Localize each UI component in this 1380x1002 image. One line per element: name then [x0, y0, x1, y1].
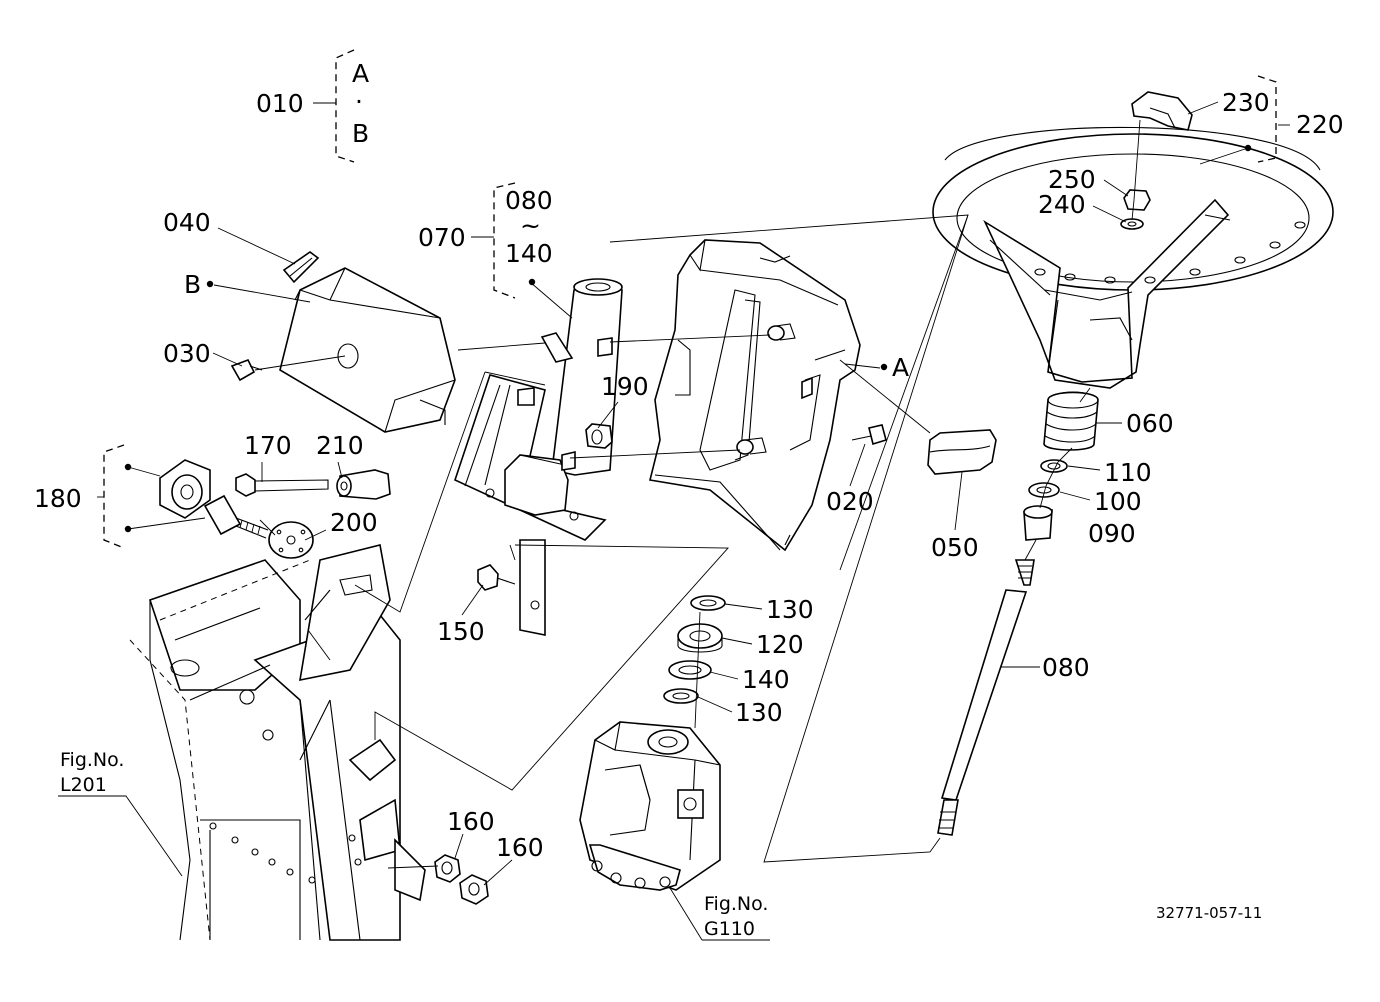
- part-060-bellows: [1043, 391, 1099, 451]
- label-150: 150: [437, 617, 485, 646]
- label-ref-a: A: [892, 353, 909, 382]
- label-230: 230: [1222, 88, 1270, 117]
- part-140-washer: [668, 660, 712, 680]
- label-250: 250: [1048, 165, 1096, 194]
- label-080-range-start: 080: [505, 186, 553, 215]
- drawing-code: 32771-057-11: [1156, 904, 1262, 922]
- part-180-bolt: [203, 494, 269, 539]
- part-steering-unit: [579, 721, 721, 891]
- label-120: 120: [756, 630, 804, 659]
- label-210: 210: [316, 431, 364, 460]
- label-160-upper: 160: [447, 807, 495, 836]
- label-180: 180: [34, 484, 82, 513]
- part-labels: 010 A · B 040 B 030 070 080 ~ 140 190 A …: [34, 59, 1344, 862]
- label-060: 060: [1126, 409, 1174, 438]
- figure-references: Fig.No. L201 Fig.No. G110: [60, 749, 768, 940]
- label-240: 240: [1038, 190, 1086, 219]
- label-020: 020: [826, 487, 874, 516]
- part-column-bracket: [454, 374, 607, 636]
- dash-frame-drawing: [129, 544, 426, 941]
- label-group-dot: ·: [355, 87, 363, 116]
- part-080-shaft: [937, 559, 1035, 836]
- label-030: 030: [163, 339, 211, 368]
- label-group-b: B: [352, 119, 369, 148]
- group-brackets: [103, 49, 1277, 549]
- label-130-upper: 130: [766, 595, 814, 624]
- part-a-panel: [649, 239, 861, 552]
- part-230-cap: [1131, 91, 1193, 131]
- label-ref-b: B: [184, 270, 201, 299]
- figref-g110-title: Fig.No.: [704, 893, 768, 915]
- figref-l201-number: L201: [60, 774, 107, 796]
- label-range-tilde: ~: [520, 211, 541, 240]
- label-040: 040: [163, 208, 211, 237]
- part-120-bearing: [677, 623, 723, 653]
- part-130-lower-snap-ring: [663, 688, 699, 704]
- label-group-a: A: [352, 59, 369, 88]
- reference-dots: [124, 144, 1252, 533]
- leader-lines: [58, 101, 1290, 941]
- label-190: 190: [601, 372, 649, 401]
- part-220-steering-wheel: [932, 126, 1334, 389]
- label-160-lower: 160: [496, 833, 544, 862]
- part-170-pin: [235, 473, 329, 497]
- part-160-nut-lower: [459, 874, 489, 905]
- label-050: 050: [931, 533, 979, 562]
- label-170: 170: [244, 431, 292, 460]
- part-160-nut-upper: [434, 854, 461, 883]
- label-220: 220: [1296, 110, 1344, 139]
- part-b-cover: [279, 267, 456, 433]
- label-130-lower: 130: [735, 698, 783, 727]
- part-250-nut: [1123, 189, 1151, 211]
- part-180-roller: [159, 459, 211, 519]
- part-040-clip: [282, 251, 320, 284]
- label-090: 090: [1088, 519, 1136, 548]
- label-200: 200: [330, 508, 378, 537]
- part-090-bushing: [1023, 505, 1053, 541]
- part-150-bolt: [477, 564, 516, 591]
- label-110: 110: [1104, 458, 1152, 487]
- label-010: 010: [256, 89, 304, 118]
- part-200-plate: [268, 521, 314, 559]
- part-210-cap: [336, 469, 391, 500]
- label-140-range-end: 140: [505, 239, 553, 268]
- label-080: 080: [1042, 653, 1090, 682]
- label-100: 100: [1094, 487, 1142, 516]
- part-190-collar: [585, 423, 613, 449]
- part-240-washer: [1120, 218, 1144, 230]
- figref-g110-number: G110: [704, 918, 755, 940]
- label-140: 140: [742, 665, 790, 694]
- figref-l201-title: Fig.No.: [60, 749, 124, 771]
- construction-lines: [254, 119, 1141, 869]
- part-050-plug: [927, 429, 997, 475]
- label-070: 070: [418, 223, 466, 252]
- part-020-screw: [851, 424, 887, 446]
- part-130-upper-snap-ring: [690, 595, 726, 611]
- part-100-washer: [1028, 482, 1060, 498]
